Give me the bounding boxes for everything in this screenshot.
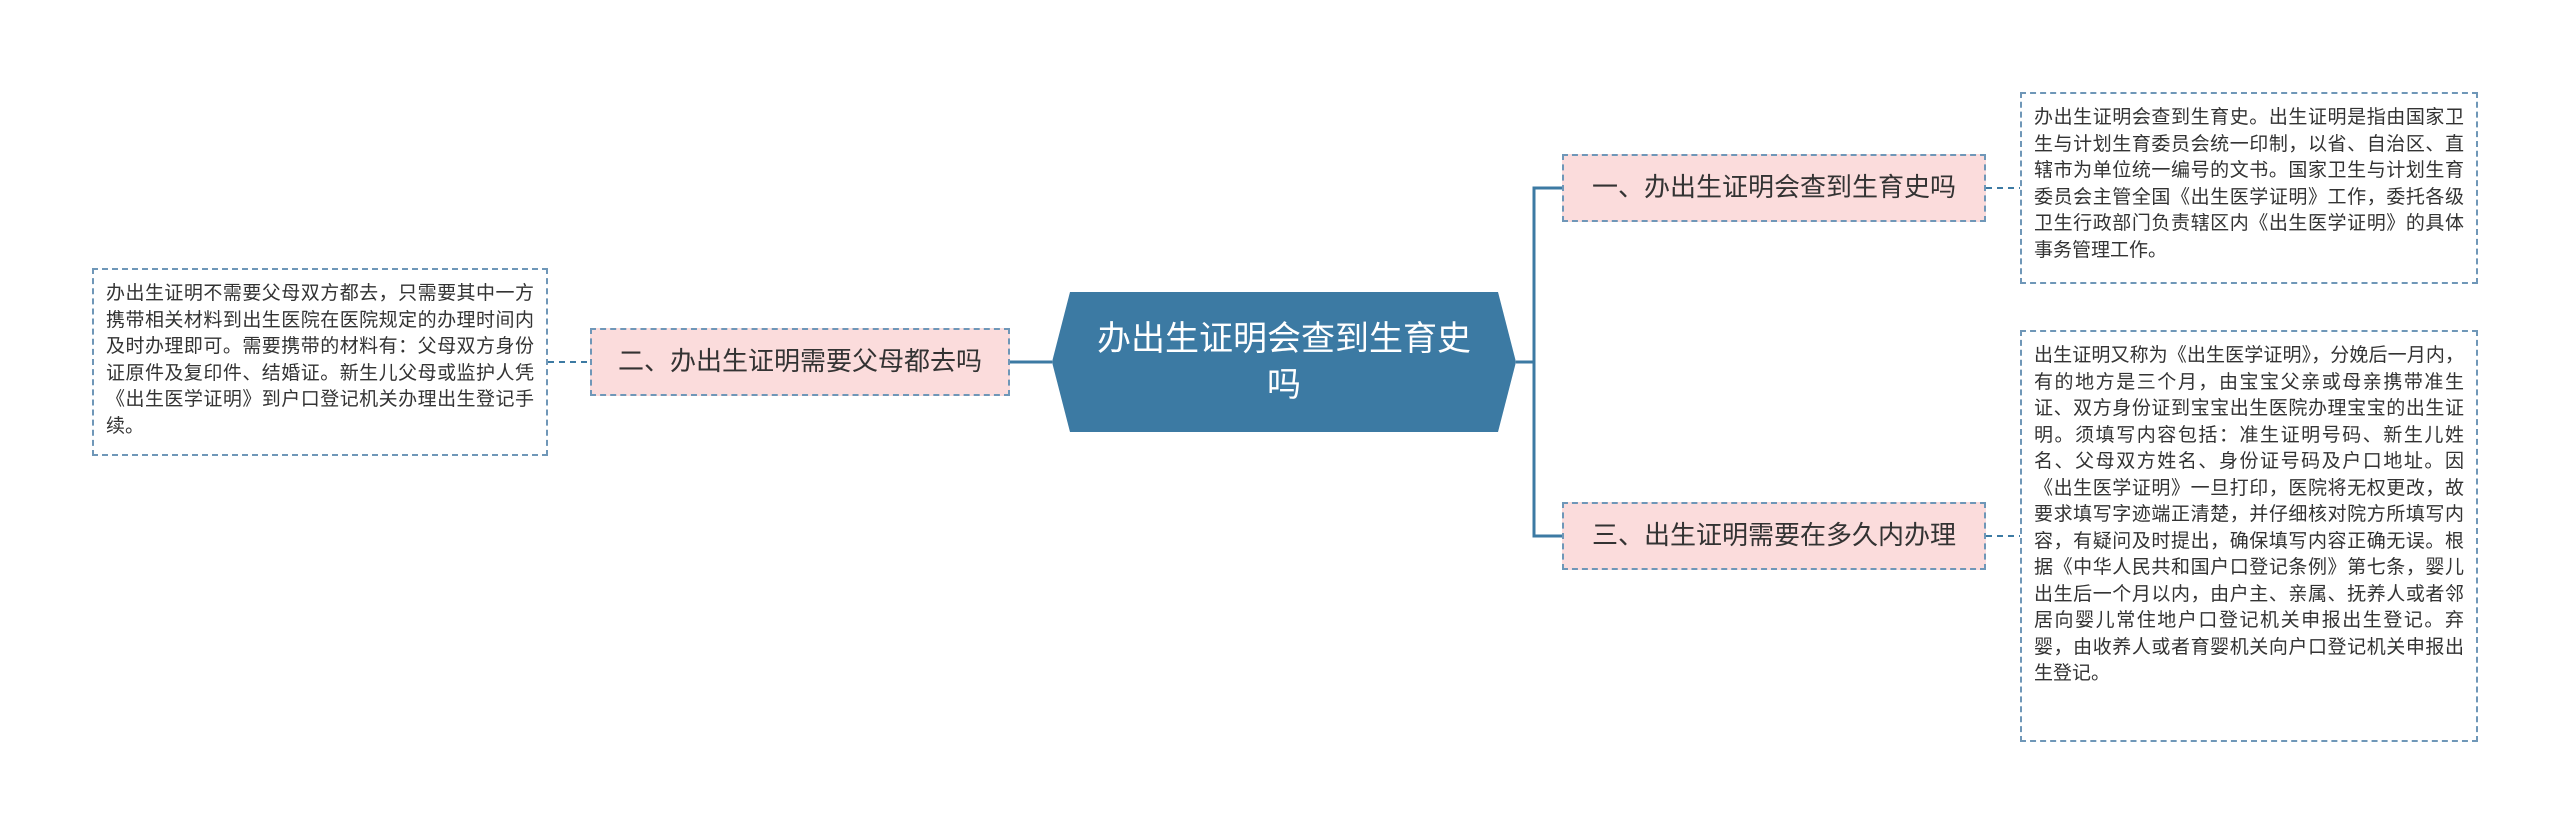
central-topic[interactable]: 办出生证明会查到生育史吗 bbox=[1052, 292, 1516, 432]
branch-node-1[interactable]: 一、办出生证明会查到生育史吗 bbox=[1562, 154, 1986, 222]
detail-note-2: 办出生证明不需要父母双方都去，只需要其中一方携带相关材料到出生医院在医院规定的办… bbox=[92, 268, 548, 456]
central-topic-shape bbox=[1052, 292, 1516, 432]
branch-node-2[interactable]: 二、办出生证明需要父母都去吗 bbox=[590, 328, 1010, 396]
detail-note-3: 出生证明又称为《出生医学证明》，分娩后一月内，有的地方是三个月，由宝宝父亲或母亲… bbox=[2020, 330, 2478, 742]
branch-node-3[interactable]: 三、出生证明需要在多久内办理 bbox=[1562, 502, 1986, 570]
branch-node-1-label: 一、办出生证明会查到生育史吗 bbox=[1591, 173, 1956, 203]
central-topic-label: 办出生证明会查到生育史吗 bbox=[1097, 319, 1471, 405]
branch-node-2-label: 二、办出生证明需要父母都去吗 bbox=[617, 347, 982, 377]
detail-note-1: 办出生证明会查到生育史。出生证明是指由国家卫生与计划生育委员会统一印制，以省、自… bbox=[2020, 92, 2478, 284]
branch-node-3-label: 三、出生证明需要在多久内办理 bbox=[1591, 521, 1956, 551]
